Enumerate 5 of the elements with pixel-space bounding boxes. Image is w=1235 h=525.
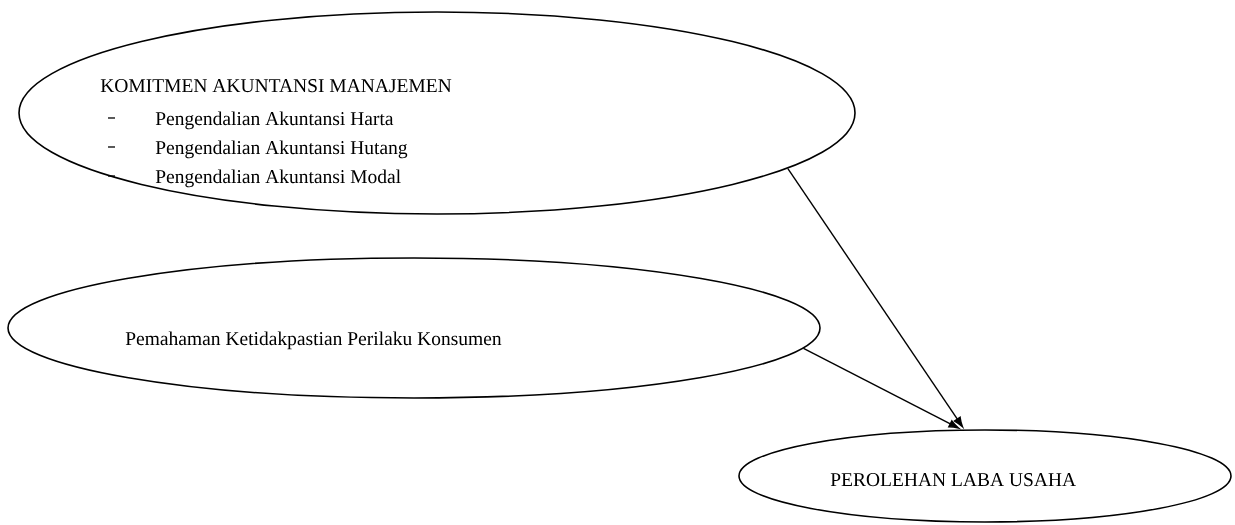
ellipse-node: PEROLEHAN LABA USAHA — [738, 429, 1232, 523]
arrow — [802, 347, 960, 429]
ellipse-node: Pemahaman Ketidakpastian Perilaku Konsumen — [7, 257, 821, 399]
arrow — [787, 167, 964, 428]
ellipse-node: KOMITMEN AKUNTANSI MANAJEMEN Pengendalian Akuntansi Harta Pengendalian Akuntansi Hutang Pengendalian Akuntansi Modal — [18, 11, 856, 215]
